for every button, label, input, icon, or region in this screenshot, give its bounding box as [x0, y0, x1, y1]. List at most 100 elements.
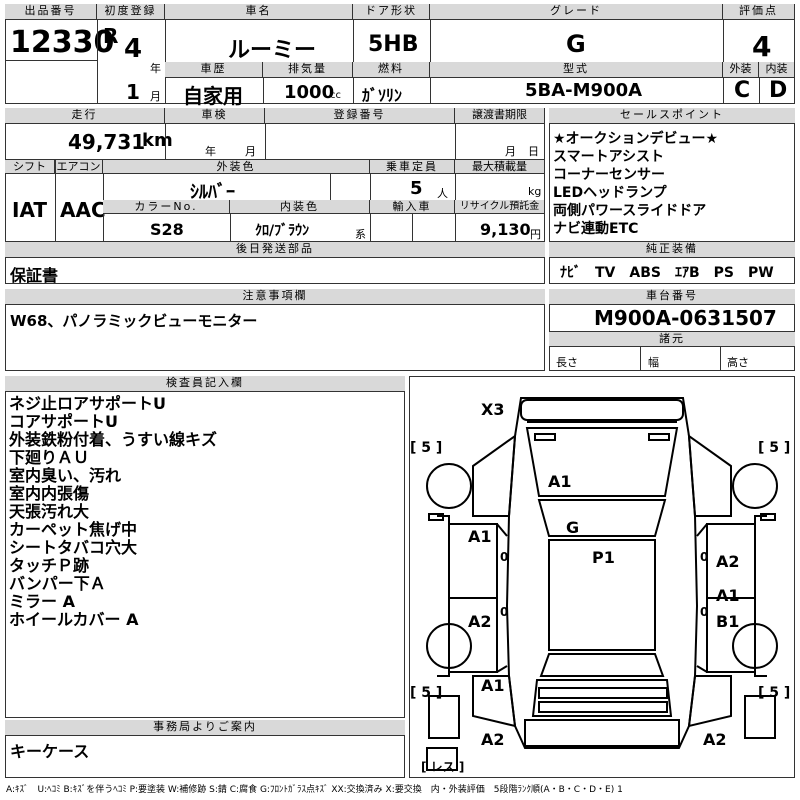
divider [230, 200, 231, 242]
model: 5BA-M900A [525, 80, 643, 101]
recycle-label: リサイクル預託金 [455, 200, 545, 214]
inspector-label: 検査員記入欄 [5, 376, 405, 392]
inspector-line: ネジ止ロアサポートU [9, 394, 166, 413]
mileage: 49,731 [68, 130, 146, 154]
divider [330, 174, 331, 200]
divider [640, 347, 641, 371]
right-rear-damage: B1 [716, 612, 740, 631]
selling-point: スマートアシスト [553, 149, 665, 165]
parts-value: 保証書 [10, 266, 59, 285]
fuel-label: 燃料 [353, 62, 430, 78]
left-front-door-damage: A1 [468, 527, 492, 546]
exterior-label: 外装 [723, 62, 759, 78]
selling-point: ナビ連動ETC [553, 221, 639, 237]
ac: AAC [60, 198, 106, 222]
door-type: 5HB [368, 32, 419, 57]
recycle-unit: 円 [530, 228, 541, 241]
color-no: S28 [150, 220, 184, 239]
divider [55, 160, 56, 242]
tire-front-left: [ 5 ] [410, 440, 443, 456]
roof-damage: P1 [592, 548, 615, 567]
displacement-unit: cc [330, 90, 341, 101]
selling-point: ★オークションデビュー★ [553, 131, 719, 147]
left-quarter-damage: A1 [481, 676, 505, 695]
inspector-line: 室内内張傷 [9, 484, 90, 503]
inspector-line: ミラー A [9, 592, 75, 611]
grade: G [566, 30, 586, 58]
capacity: 5 [410, 178, 423, 199]
capacity-label: 乗車定員 [370, 160, 455, 174]
exterior-grade: C [734, 78, 751, 103]
reg-month: 1 [126, 80, 140, 104]
tire-front-right: [ 5 ] [758, 440, 791, 456]
history: 自家用 [183, 84, 243, 108]
ext-color: ｼﾙﾊﾞｰ [190, 182, 235, 203]
divider [353, 62, 354, 104]
inspector-list: ネジ止ロアサポートU コアサポートU 外装鉄粉付着、うすい線キズ 下廻りＡＵ 室… [9, 395, 217, 629]
inspector-line: タッチＰ跡 [9, 556, 90, 575]
car-name: ルーミー [228, 38, 317, 63]
divider [353, 4, 354, 62]
right-rear-door-damage: A1 [716, 586, 740, 605]
inspection-label: 車検 [165, 108, 265, 124]
divider [165, 4, 166, 104]
divider [720, 347, 721, 371]
legend-footer: A:ｷｽﾞ U:ﾍｺﾐ B:ｷｽﾞを伴うﾍｺﾐ P:要塗装 W:補修跡 S:錆 … [6, 785, 623, 795]
office-label: 事務局よりご案内 [5, 720, 405, 736]
office-value: キーケース [10, 742, 90, 761]
equipment-label: 純正装備 [549, 242, 795, 258]
selling-points-label: セールスポイント [549, 108, 795, 124]
inspector-line: 下廻りＡＵ [9, 448, 90, 467]
recycle-fee: 9,130 [480, 220, 531, 239]
divider [455, 108, 456, 160]
inspector-line: シートタバコ穴大 [9, 538, 138, 557]
shift: IAT [12, 198, 48, 222]
notes-value: W68、パノラミックビューモニター [10, 312, 258, 330]
month-unit: 月 [150, 90, 161, 103]
history-label: 車歴 [165, 62, 263, 78]
divider [412, 214, 413, 242]
lot-label: 出品番号 [5, 4, 97, 20]
shift-label: シフト [5, 160, 55, 174]
name-label: 車名 [165, 4, 353, 20]
first-reg-label: 初度登録 [97, 4, 165, 20]
inspector-line: ホイールカバー A [9, 610, 139, 629]
ac-label: エアコン [55, 160, 103, 174]
rear-bumper-left-damage: A2 [481, 730, 505, 749]
interior-grade: D [769, 78, 788, 103]
tire-rear-right: [ 5 ] [758, 685, 791, 701]
int-color-unit: 系 [355, 228, 366, 241]
inspector-line: コアサポートU [9, 412, 118, 431]
marker-zero: 0 [500, 550, 509, 564]
inspector-line: 外装鉄粉付着、うすい線キズ [9, 430, 218, 449]
reg-year: 4 [124, 34, 143, 64]
divider [165, 108, 166, 160]
color-no-label: カラーNo. [103, 200, 230, 214]
mileage-unit: km [142, 130, 173, 151]
left-rear-door-damage: A2 [468, 612, 492, 631]
selling-point: LEDヘッドランプ [553, 185, 667, 201]
parts-label: 後日発送部品 [5, 242, 545, 258]
model-label: 型式 [430, 62, 723, 78]
divider [430, 4, 431, 104]
year-unit: 年 [150, 62, 161, 75]
lot-number: 12330 [10, 25, 115, 60]
height-label: 高さ [727, 356, 749, 369]
windshield-damage: G [566, 518, 580, 537]
divider [263, 62, 264, 104]
divider [265, 108, 266, 160]
load-unit: kg [528, 185, 542, 198]
rear-bumper-right-damage: A2 [703, 730, 727, 749]
equipment-value: ﾅﾋﾞ TV ABS ｴｱB PS PW [560, 265, 774, 281]
fuel: ｶﾞｿﾘﾝ [362, 86, 403, 105]
mileage-label: 走行 [5, 108, 165, 124]
dimensions-label: 諸元 [549, 331, 795, 347]
inspection-year: 年 [205, 145, 216, 158]
score-label: 評価点 [723, 4, 795, 20]
score: 4 [752, 30, 772, 63]
label-x3: X3 [481, 400, 505, 419]
inspector-line: カーペット焦げ中 [9, 520, 138, 539]
transfer-day: 日 [528, 145, 539, 158]
width-label: 幅 [648, 356, 659, 369]
divider [97, 4, 98, 104]
